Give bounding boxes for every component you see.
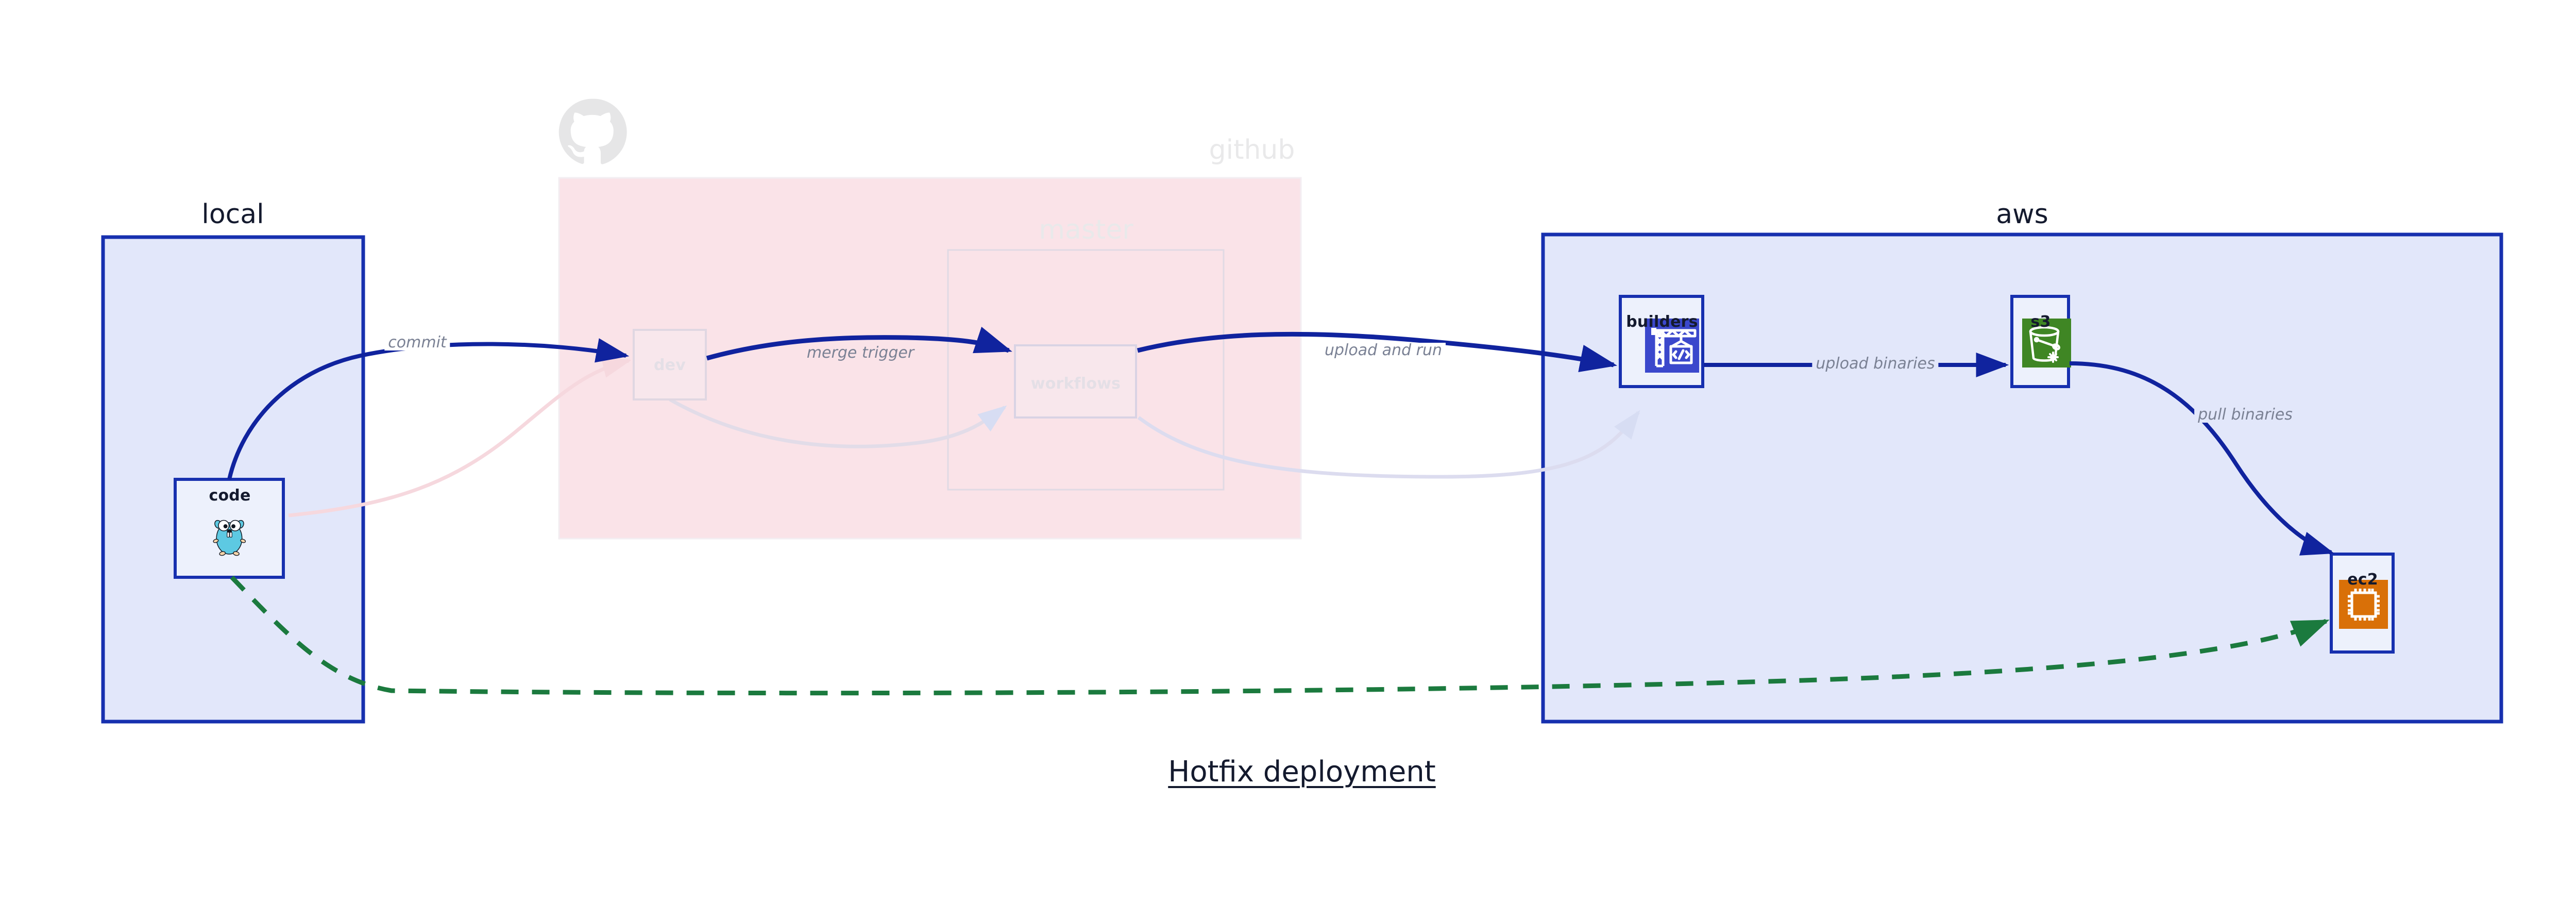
edge-merge-trigger	[706, 326, 1012, 361]
group-label-local: local	[201, 199, 264, 230]
node-box-dev[interactable]	[633, 329, 707, 400]
node-label-workflows: workflows	[1030, 375, 1121, 393]
node-label-ec2: ec2	[2347, 571, 2378, 589]
node-label-s3: s3	[2030, 313, 2051, 331]
node-label-dev: dev	[654, 356, 686, 374]
group-label-aws: aws	[1996, 199, 2048, 230]
node-label-code: code	[209, 487, 251, 505]
edge-faded-dev-to-workflows	[669, 397, 1007, 448]
node-box-workflows[interactable]	[1014, 344, 1137, 419]
node-label-builders: builders	[1626, 313, 1698, 331]
edge-label-pull-binaries: pull binaries	[2194, 407, 2296, 423]
group-container-master	[947, 249, 1225, 491]
edge-label-upload-binaries: upload binaries	[1812, 356, 1939, 372]
diagram-title: Hotfix deployment	[1168, 755, 1436, 789]
go-gopher-icon	[213, 520, 246, 556]
edge-label-merge-trigger: merge trigger	[803, 345, 918, 361]
github-octocat-logo	[558, 98, 627, 164]
aws-ec2-chip-icon	[2339, 580, 2388, 629]
edge-faded-code-to-dev	[288, 356, 632, 517]
edge-label-upload-and-run: upload and run	[1320, 343, 1446, 358]
group-label-master: master	[1039, 214, 1133, 245]
edge-commit	[227, 338, 630, 480]
edge-pull-binaries	[2069, 361, 2335, 556]
edge-label-commit: commit	[384, 335, 450, 350]
edge-faded-workflows-to-builders	[1137, 410, 1640, 479]
group-label-github: github	[1209, 135, 1295, 165]
edge-upload-and-run	[1137, 331, 1618, 373]
